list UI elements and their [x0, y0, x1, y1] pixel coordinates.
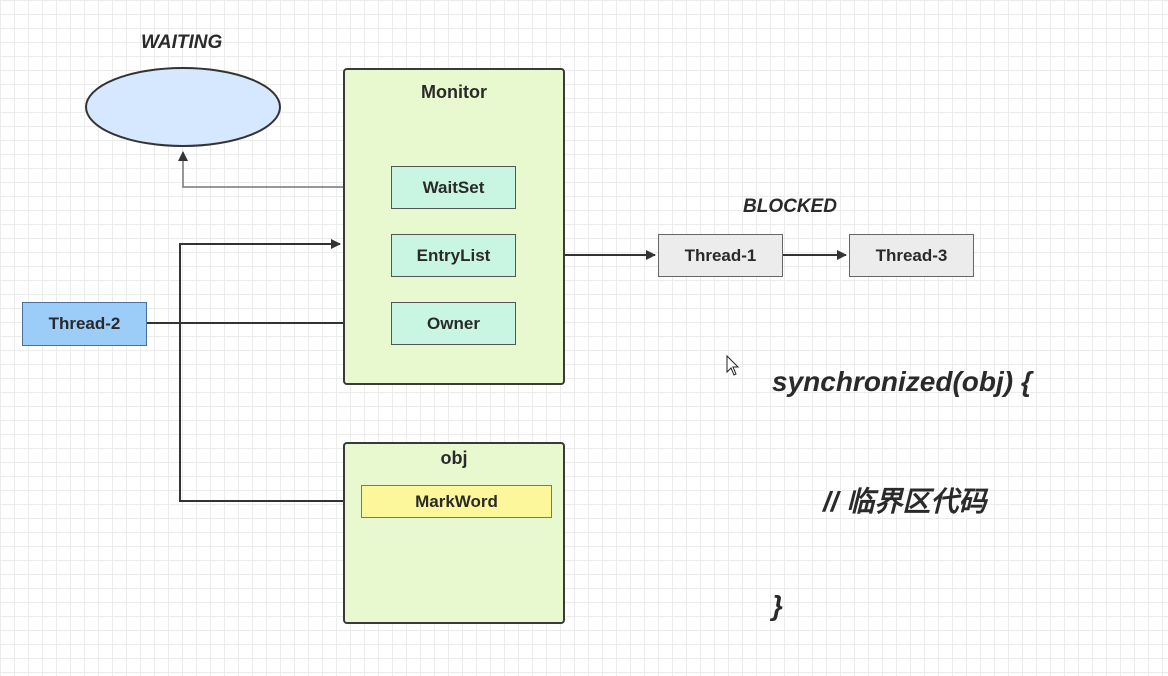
owner-box: Owner	[391, 302, 516, 345]
waiting-label: WAITING	[141, 32, 223, 53]
code-line-close-brace: }	[772, 590, 783, 621]
code-line-synchronized: synchronized(obj) {	[772, 366, 1032, 397]
markword-box: MarkWord	[361, 485, 552, 518]
monitor-title: Monitor	[421, 82, 487, 102]
mouse-cursor-icon	[726, 354, 740, 376]
thread-1-box: Thread-1	[658, 234, 783, 277]
markword-to-monitor-arrow	[179, 239, 361, 502]
thread-2-box: Thread-2	[22, 302, 147, 346]
obj-container: obj	[343, 442, 565, 624]
obj-title: obj	[440, 448, 468, 468]
waitset-box: WaitSet	[391, 166, 516, 209]
blocked-label: BLOCKED	[743, 196, 837, 217]
entrylist-box: EntryList	[391, 234, 516, 277]
waiting-ellipse	[85, 67, 281, 147]
thread-3-box: Thread-3	[849, 234, 974, 277]
code-line-comment: // 临界区代码	[823, 486, 987, 517]
